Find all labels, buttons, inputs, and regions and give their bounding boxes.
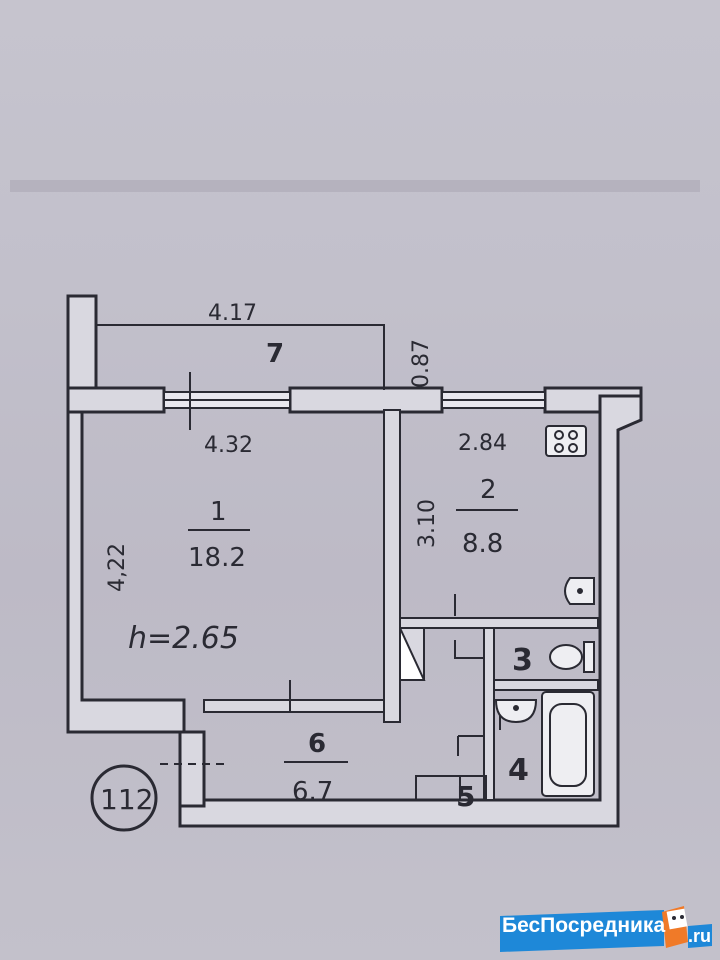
balcony-depth-label: 0.87: [409, 339, 434, 388]
toilet-icon: [549, 641, 595, 673]
bathtub-icon: [541, 691, 595, 797]
door-marks: [160, 594, 501, 765]
room-1-area: 18.2: [188, 543, 246, 573]
watermark-site-name: БесПосредника: [502, 914, 666, 937]
windows: [163, 372, 546, 430]
room-1-length-label: 4,22: [105, 543, 130, 592]
ceiling-height-label: h=2.65: [128, 621, 239, 656]
room-5-number: 5: [456, 780, 475, 813]
balcony: [96, 324, 385, 390]
washbasin-icon: [494, 699, 538, 724]
apartment-number: 112: [100, 783, 153, 816]
kitchen-sink-icon: [564, 577, 595, 605]
room-2-area: 8.8: [462, 529, 503, 559]
watermark-domain: .ru: [688, 926, 712, 946]
apartment-number-badge: 112: [90, 764, 158, 832]
room-6-number: 6: [308, 729, 326, 759]
faint-header-text: [10, 180, 700, 192]
room-7-number: 7: [266, 339, 284, 369]
watermark-background: [500, 906, 712, 952]
room-2-number: 2: [480, 475, 497, 505]
kitchen-length-label: 3.10: [415, 499, 440, 548]
balcony-length-label: 4.17: [208, 301, 257, 326]
kitchen-width-label: 2.84: [458, 431, 507, 456]
labels: 4.17 7 0.87 4.32 4,22 1 18.2 h=2.65 2.84…: [105, 301, 533, 813]
interior-walls: [203, 409, 599, 801]
besposrednika-watermark: БесПосредника .ru: [492, 896, 720, 960]
room-3-number: 3: [512, 643, 533, 678]
room-1-number: 1: [210, 497, 227, 527]
stove-icon: [545, 425, 587, 457]
room-1-width-label: 4.32: [204, 433, 253, 458]
room-4-number: 4: [508, 753, 529, 788]
room-6-area: 6.7: [292, 777, 333, 807]
